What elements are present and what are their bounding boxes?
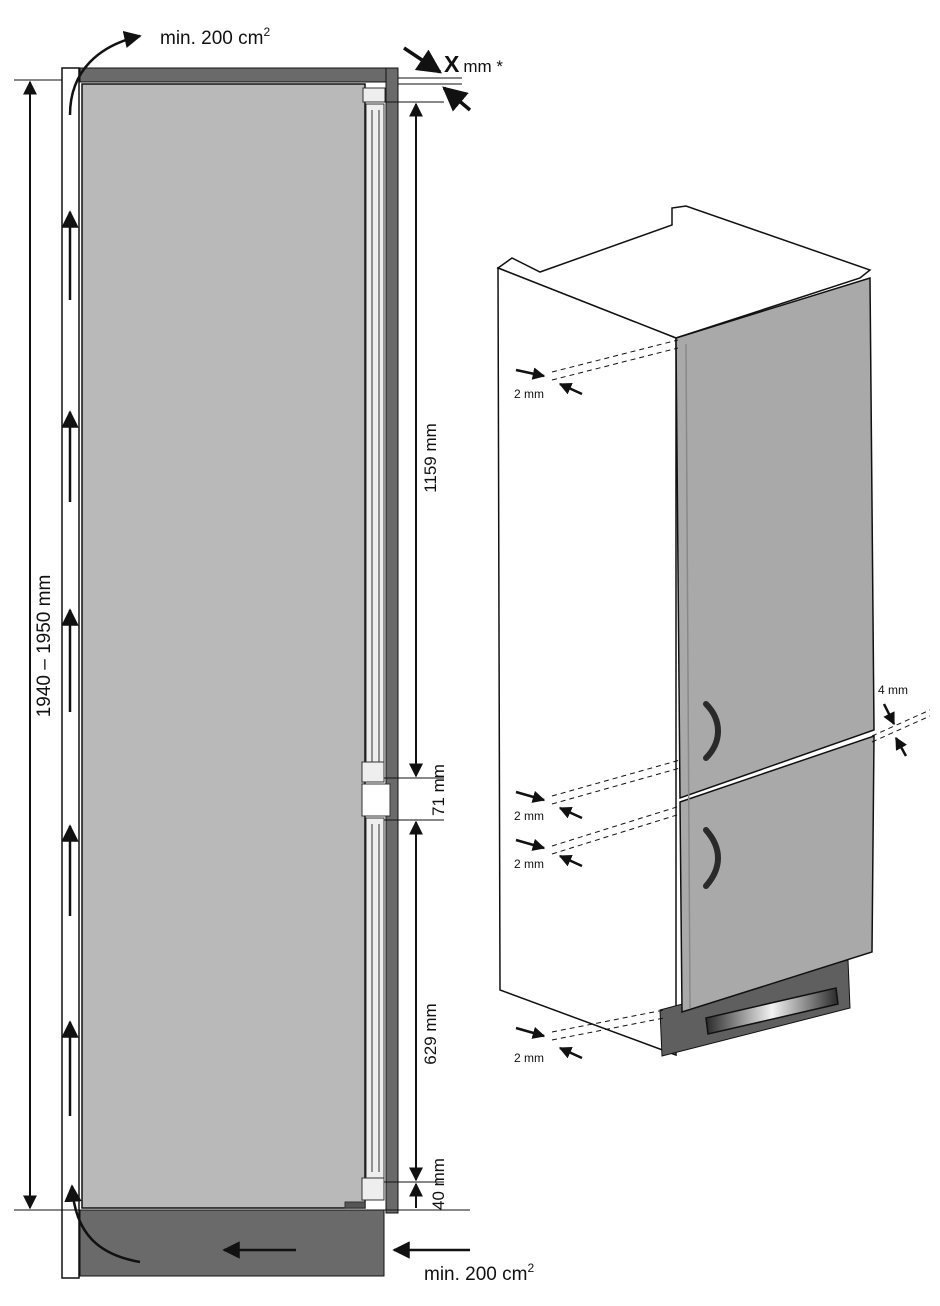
total-height-label: 1940 – 1950 mm [34,575,55,718]
cabinet-top-face [496,205,872,339]
dim-middle-label: 71 mm [429,764,448,816]
cabinet-right-wall [385,67,399,1214]
lower-door [679,734,875,1014]
upper-door-handle [703,701,721,761]
gap-doors-right-label: 4 mm [878,683,908,697]
lower-door-handle [703,827,721,889]
door-edge-profile [344,87,391,1209]
upper-door [675,276,875,800]
dim-lower-label: 629 mm [421,1003,440,1064]
airflow-arrows [61,30,470,1264]
right-isometric-view: 2 mm 2 mm 2 mm 2 mm 4 mm [496,205,931,1065]
plinth-vent [705,987,839,1035]
cabinet-top-panel [79,67,397,83]
vent-top-label: min. 200 cm2 [160,25,270,49]
gap-top-left-label: 2 mm [514,387,544,401]
dim-bottom-label: 40 mm [429,1158,448,1210]
door-edge-line [685,343,691,1009]
dim-upper-label: 1159 mm [421,423,440,493]
gap-bottom-left-label: 2 mm [514,1051,544,1065]
gap-mid-left-2-label: 2 mm [514,857,544,871]
gap-arrows [515,367,908,1060]
plinth [79,1209,385,1277]
gap-mid-left-1-label: 2 mm [514,809,544,823]
clearance-dashed-lines [551,339,931,1041]
gap-x-indicator [398,46,472,112]
vent-bottom-label: min. 200 cm2 [424,1261,534,1285]
appliance-body [81,83,366,1209]
total-height-dimension [14,79,470,1211]
door-dimension-chain [384,101,444,1208]
cabinet-side-panel [497,266,677,1057]
